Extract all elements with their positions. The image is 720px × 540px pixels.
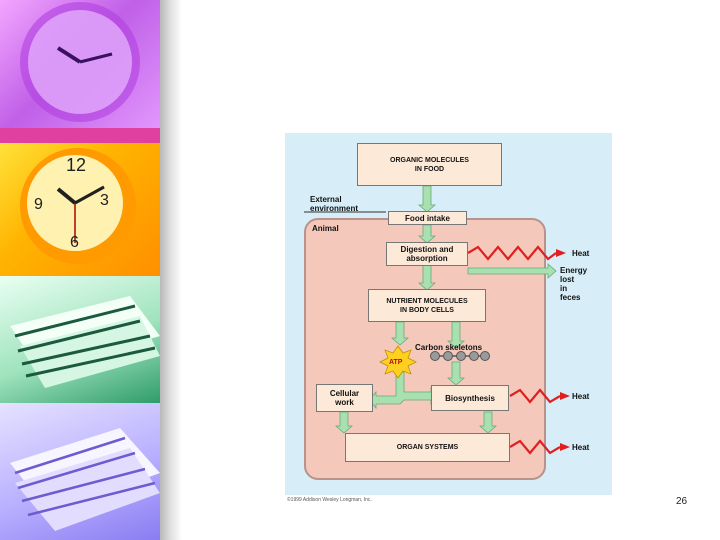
purple-books-image: [0, 403, 160, 540]
biosynthesis-box: Biosynthesis: [431, 385, 509, 411]
svg-text:9: 9: [34, 196, 43, 213]
page-number: 26: [676, 496, 688, 507]
svg-text:6: 6: [70, 234, 79, 251]
animal-label: Animal: [312, 224, 339, 233]
organ-systems-box: ORGAN SYSTEMS: [345, 433, 510, 462]
external-environment-label: External environment: [310, 195, 359, 213]
carbon-skeleton-icon: [430, 351, 490, 361]
svg-text:12: 12: [66, 155, 86, 175]
digestion-absorption-box: Digestion and absorption: [386, 242, 468, 266]
food-intake-box: Food intake: [388, 211, 467, 225]
green-books-image: [0, 276, 160, 403]
heat-label-3: Heat: [572, 443, 590, 452]
cellular-work-box: Cellular work: [316, 384, 373, 412]
purple-clock-image: [0, 0, 160, 143]
heat-label-1: Heat: [572, 249, 590, 258]
orange-clock-image: 12 3 6 9: [0, 143, 160, 276]
decorative-image-strip: 12 3 6 9: [0, 0, 160, 540]
organic-molecules-box: ORGANIC MOLECULES IN FOOD: [357, 143, 502, 186]
strip-shadow: [160, 0, 182, 540]
copyright-text: ©1999 Addison Wesley Longman, Inc.: [287, 497, 372, 503]
svg-text:3: 3: [100, 192, 109, 209]
atp-label: ATP: [389, 359, 403, 366]
atp-star-icon: [379, 345, 417, 379]
carbon-skeletons-label: Carbon skeletons: [415, 343, 483, 352]
heat-label-2: Heat: [572, 392, 590, 401]
energy-lost-label: Energy lost in feces: [560, 266, 588, 302]
nutrient-molecules-box: NUTRIENT MOLECULES IN BODY CELLS: [368, 289, 486, 322]
